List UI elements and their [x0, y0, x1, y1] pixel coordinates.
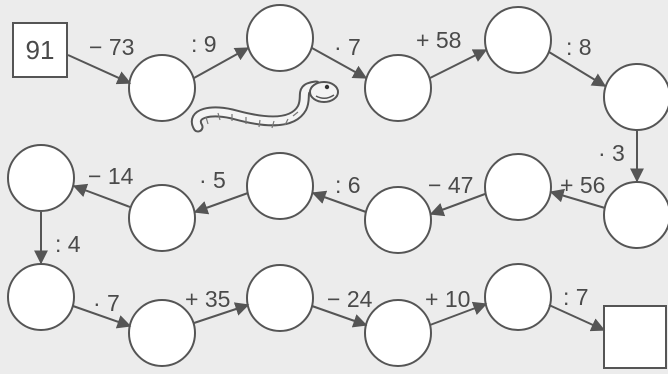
arrow-8: [429, 193, 486, 217]
operation-label-7: + 56: [560, 172, 606, 198]
answer-circle-10[interactable]: [128, 184, 196, 252]
arrow-14: [193, 302, 250, 324]
operation-label-13: · 7: [93, 290, 120, 316]
answer-circle-5[interactable]: [603, 63, 668, 131]
answer-circle-11[interactable]: [7, 144, 75, 212]
snake-illustration: [190, 80, 339, 133]
arrow-10: [193, 192, 249, 215]
answer-circle-14[interactable]: [246, 264, 314, 332]
answer-circle-7[interactable]: [484, 153, 552, 221]
start-box: [12, 22, 68, 78]
arrow-4: [429, 49, 488, 79]
answer-circle-3[interactable]: [364, 54, 432, 122]
operation-label-3: · 7: [334, 34, 361, 60]
arrow-15: [311, 305, 368, 328]
final-answer-box[interactable]: [603, 305, 667, 369]
answer-circle-6[interactable]: [603, 181, 668, 249]
snake-eye: [324, 84, 330, 90]
operation-label-11: − 14: [88, 163, 134, 189]
operation-label-17: : 7: [563, 284, 589, 310]
answer-circle-8[interactable]: [364, 186, 432, 254]
arrow-7: [549, 188, 606, 209]
snake-body-inner: [192, 82, 320, 131]
arrow-17: [548, 304, 606, 332]
operation-label-12: : 4: [55, 231, 81, 257]
answer-circle-12[interactable]: [7, 263, 75, 331]
answer-circle-9[interactable]: [246, 152, 314, 220]
arrow-9: [311, 190, 367, 213]
arrow-2: [193, 47, 250, 79]
start-value: 91: [25, 35, 55, 65]
answer-circle-13[interactable]: [128, 299, 196, 367]
arrow-16: [429, 301, 488, 326]
answer-circle-15[interactable]: [364, 299, 432, 367]
arrow-1: [67, 54, 132, 85]
operation-label-9: : 6: [335, 172, 361, 198]
operation-label-10: · 5: [199, 167, 226, 193]
operation-label-4: + 58: [416, 27, 462, 53]
answer-circle-1[interactable]: [128, 54, 196, 122]
arrow-3: [311, 47, 368, 79]
operation-label-14: + 35: [185, 286, 231, 312]
arrow-13: [72, 305, 132, 329]
operation-label-8: − 47: [428, 172, 474, 198]
answer-circle-4[interactable]: [484, 6, 552, 74]
operation-label-1: − 73: [89, 34, 135, 60]
snake-mouth: [315, 94, 335, 99]
operation-label-15: − 24: [327, 286, 373, 312]
arrow-11: [72, 183, 131, 208]
answer-circle-16[interactable]: [484, 263, 552, 331]
operation-label-5: : 8: [566, 34, 592, 60]
operation-label-16: + 10: [425, 286, 471, 312]
operation-label-6: · 3: [598, 140, 625, 166]
snake-pattern: [205, 111, 299, 129]
arrow-5: [548, 51, 607, 87]
operation-label-2: : 9: [191, 31, 217, 57]
answer-circle-2[interactable]: [246, 4, 314, 72]
